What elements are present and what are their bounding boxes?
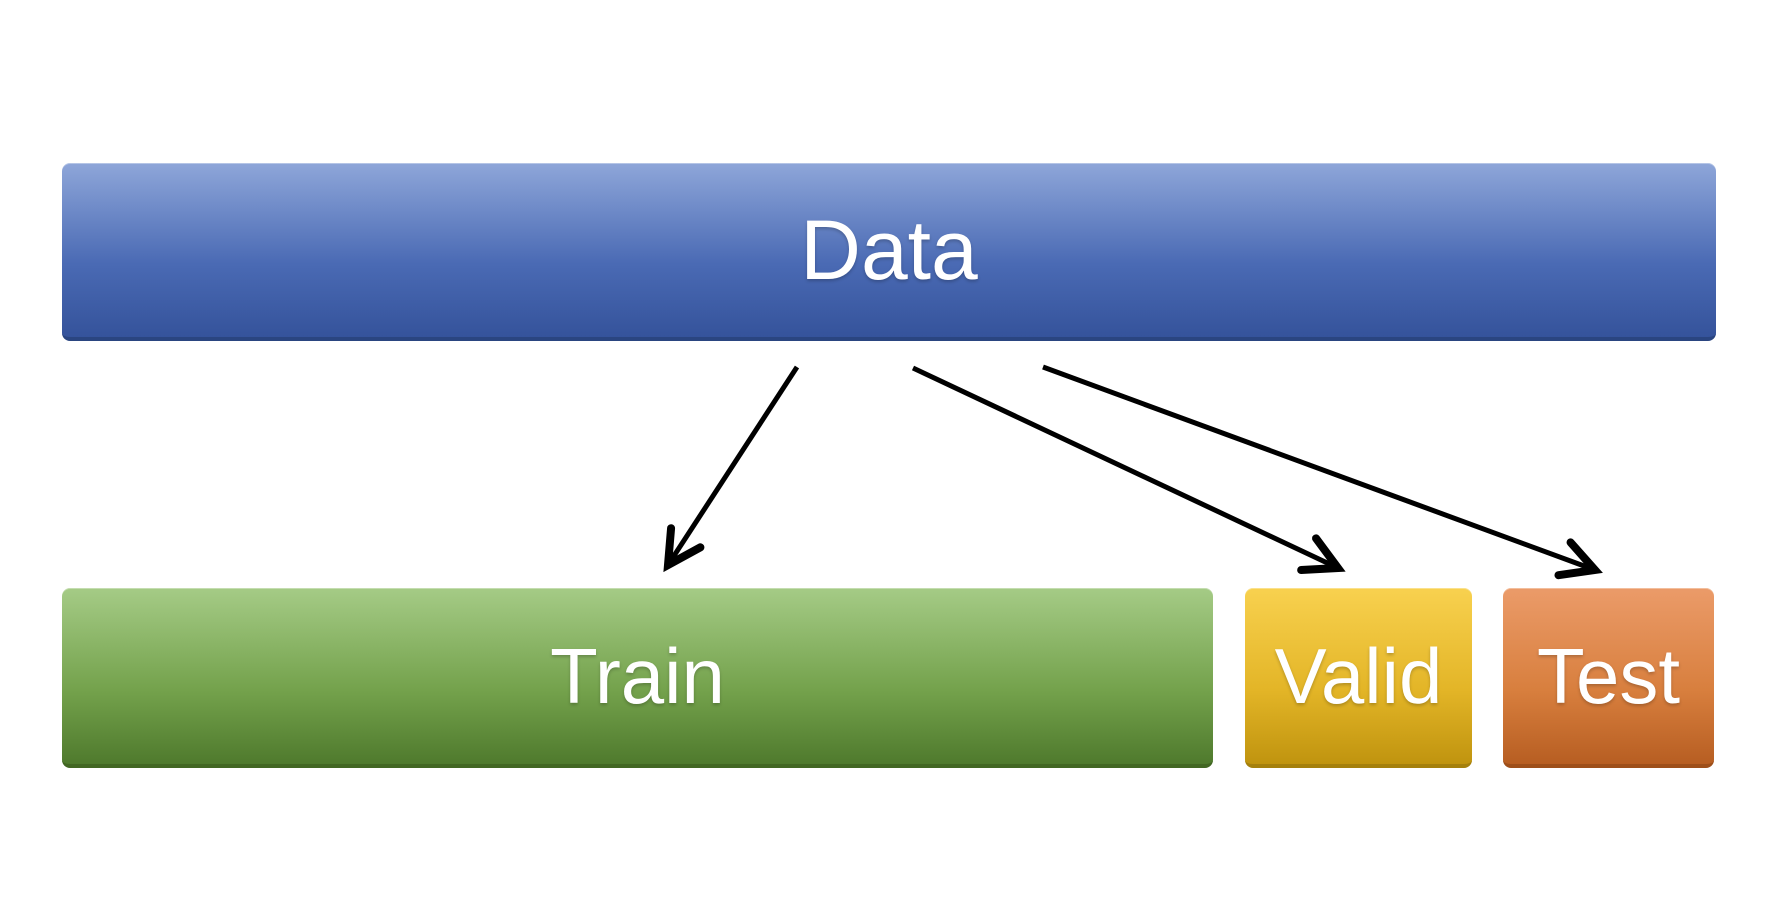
arrow-data-to-train: [663, 365, 800, 573]
node-data-label: Data: [800, 203, 978, 297]
node-valid-label: Valid: [1274, 632, 1443, 720]
node-train-label: Train: [550, 632, 725, 720]
node-train: Train: [62, 588, 1213, 768]
arrow-data-to-test: [1042, 364, 1603, 580]
node-data: Data: [62, 163, 1716, 341]
arrow-data-to-valid: [911, 365, 1346, 574]
node-test: Test: [1503, 588, 1714, 768]
node-valid: Valid: [1245, 588, 1472, 768]
node-test-label: Test: [1536, 632, 1681, 720]
